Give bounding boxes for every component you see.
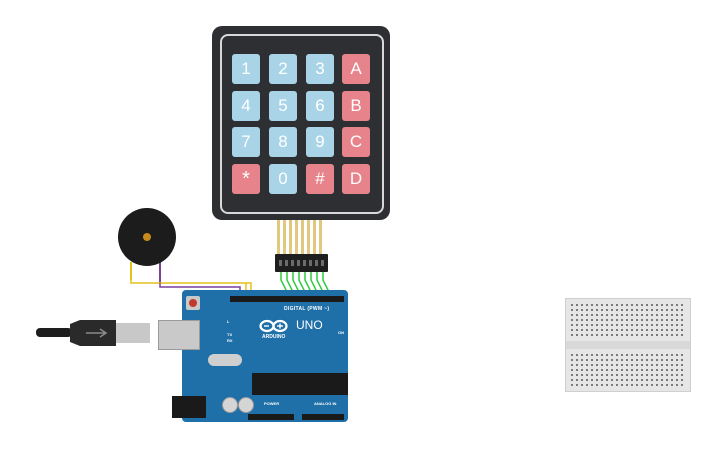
usb-cable xyxy=(36,328,72,337)
rx-label: RX xyxy=(227,338,233,343)
power-pin-header[interactable] xyxy=(248,414,294,420)
key-hash[interactable]: # xyxy=(306,164,334,194)
header-pin[interactable] xyxy=(315,260,318,266)
header-pin[interactable] xyxy=(321,260,324,266)
key-5[interactable]: 5 xyxy=(269,91,297,121)
key-1[interactable]: 1 xyxy=(232,54,260,84)
power-label: POWER xyxy=(264,401,280,406)
dc-power-jack xyxy=(172,396,206,418)
key-4[interactable]: 4 xyxy=(232,91,260,121)
atmega-chip xyxy=(252,373,348,395)
usb-plug[interactable] xyxy=(70,318,158,348)
key-0[interactable]: 0 xyxy=(269,164,297,194)
header-pin[interactable] xyxy=(309,260,312,266)
piezo-buzzer[interactable] xyxy=(118,208,176,266)
tx-label: TX xyxy=(227,332,233,337)
header-pin[interactable] xyxy=(297,260,300,266)
breadboard-holes xyxy=(566,303,690,387)
uno-label: UNO xyxy=(296,318,323,332)
key-7[interactable]: 7 xyxy=(232,127,260,157)
header-pin[interactable] xyxy=(303,260,306,266)
buzzer-wire-yellow[interactable] xyxy=(130,280,247,296)
analog-pin-header[interactable] xyxy=(302,414,344,420)
header-pin[interactable] xyxy=(285,260,288,266)
l-label: L xyxy=(227,319,230,324)
header-pin[interactable] xyxy=(279,260,282,266)
key-8[interactable]: 8 xyxy=(269,127,297,157)
arduino-label: ARDUINO xyxy=(262,334,286,340)
digital-label: DIGITAL (PWM ~) xyxy=(284,306,330,312)
key-b[interactable]: B xyxy=(342,91,370,121)
keypad-border xyxy=(220,34,384,214)
on-label: ON xyxy=(338,330,344,335)
reset-button[interactable] xyxy=(186,296,200,310)
key-2[interactable]: 2 xyxy=(269,54,297,84)
infinity-logo-icon xyxy=(259,319,288,333)
usb-port xyxy=(158,320,200,350)
digital-pin-header[interactable] xyxy=(230,296,344,302)
header-pin[interactable] xyxy=(291,260,294,266)
key-d[interactable]: D xyxy=(342,164,370,194)
key-a[interactable]: A xyxy=(342,54,370,84)
analog-label: ANALOG IN xyxy=(314,401,337,406)
key-star[interactable]: * xyxy=(232,164,260,194)
key-3[interactable]: 3 xyxy=(306,54,334,84)
capacitor xyxy=(222,397,238,413)
usb-symbol-icon xyxy=(86,328,108,338)
keypad-header[interactable] xyxy=(275,254,328,272)
buzzer-hole-icon xyxy=(143,233,151,241)
crystal-oscillator xyxy=(208,354,242,366)
key-6[interactable]: 6 xyxy=(306,91,334,121)
capacitor xyxy=(238,397,254,413)
keypad-ribbon-cable xyxy=(277,220,325,254)
key-9[interactable]: 9 xyxy=(306,127,334,157)
mini-breadboard[interactable] xyxy=(565,298,691,392)
key-c[interactable]: C xyxy=(342,127,370,157)
